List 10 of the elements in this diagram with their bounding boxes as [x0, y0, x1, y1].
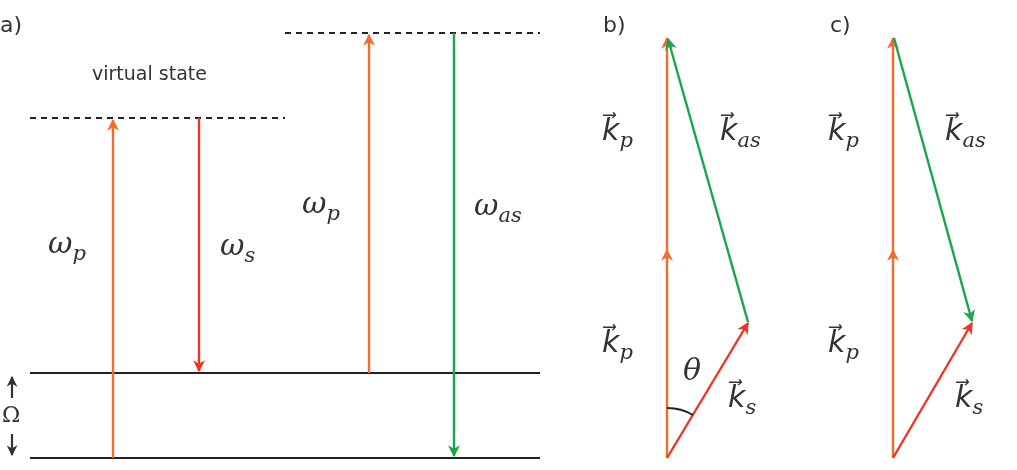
frequency-label: ω$_{as}$ — [474, 190, 522, 226]
state-label: virtual state — [92, 64, 207, 83]
frequency-label: ω$_{p}$ — [48, 228, 86, 264]
energy-gap-label: Ω — [2, 404, 21, 426]
frequency-label: ω$_{p}$ — [302, 188, 340, 224]
frequency-label: ω$_{s}$ — [220, 230, 256, 266]
angle-label: θ — [683, 355, 702, 385]
panel-label: b) — [603, 14, 626, 36]
panel-label: c) — [830, 14, 851, 36]
panel-label: a) — [0, 14, 23, 36]
